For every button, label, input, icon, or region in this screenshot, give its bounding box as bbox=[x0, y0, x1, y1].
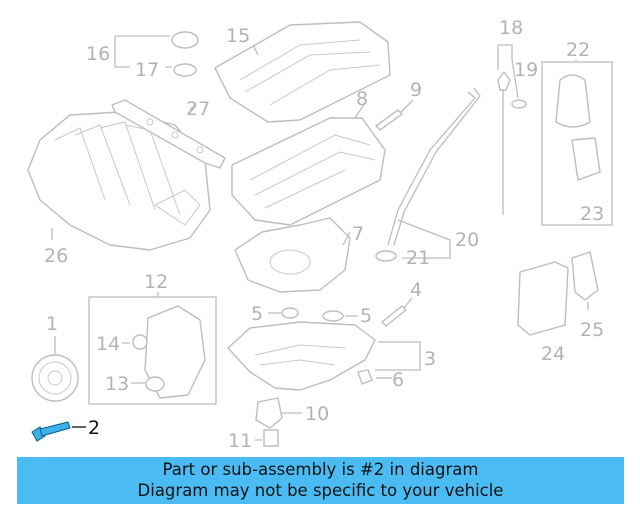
cooler-gasket bbox=[571, 251, 599, 301]
level-sensor bbox=[381, 305, 407, 327]
callout-10: 10 bbox=[305, 403, 329, 425]
oil-filter-assembly bbox=[541, 61, 613, 226]
oil-filler-cap bbox=[171, 31, 199, 77]
oil-pan bbox=[227, 321, 376, 391]
callout-21: 21 bbox=[406, 247, 430, 269]
callout-22: 22 bbox=[566, 39, 590, 61]
dipstick-assembly bbox=[375, 71, 527, 262]
callout-2: 2 bbox=[88, 417, 100, 439]
callout-17: 17 bbox=[135, 59, 159, 81]
banner-line-part-number: Part or sub-assembly is #2 in diagram bbox=[162, 460, 479, 479]
callout-8: 8 bbox=[356, 88, 368, 110]
callout-14: 14 bbox=[96, 333, 120, 355]
callout-16: 16 bbox=[86, 43, 110, 65]
callout-26: 26 bbox=[44, 245, 68, 267]
crank-pulley bbox=[31, 354, 79, 402]
oil-cooler bbox=[517, 261, 569, 336]
timing-cover-assembly bbox=[88, 296, 217, 405]
callout-7: 7 bbox=[352, 223, 364, 245]
callout-numbers: 1 2 3 4 5 5 6 7 8 9 10 11 12 13 14 15 16… bbox=[44, 17, 604, 452]
callout-6: 6 bbox=[392, 369, 404, 391]
valve-cover bbox=[214, 21, 391, 123]
intake-gasket bbox=[111, 99, 226, 169]
callout-11: 11 bbox=[228, 430, 252, 452]
callout-27: 27 bbox=[186, 98, 210, 120]
info-banner: Part or sub-assembly is #2 in diagram Di… bbox=[17, 457, 624, 504]
callout-13: 13 bbox=[105, 373, 129, 395]
leader-lines bbox=[51, 35, 589, 441]
callout-3: 3 bbox=[424, 348, 436, 370]
callout-25: 25 bbox=[580, 319, 604, 341]
sensor bbox=[375, 109, 403, 131]
callout-24: 24 bbox=[541, 343, 565, 365]
callout-1: 1 bbox=[46, 313, 58, 335]
oil-pump bbox=[255, 397, 283, 447]
callout-18: 18 bbox=[499, 17, 523, 39]
callout-15: 15 bbox=[226, 25, 250, 47]
parts-diagram: 1 2 3 4 5 5 6 7 8 9 10 11 12 13 14 15 16… bbox=[27, 17, 613, 452]
callout-19: 19 bbox=[514, 59, 538, 81]
callout-4: 4 bbox=[410, 279, 422, 301]
cylinder-head bbox=[231, 117, 386, 226]
highlighted-bolt-part-2 bbox=[31, 421, 71, 442]
callout-5a: 5 bbox=[251, 303, 263, 325]
timing-cover bbox=[234, 217, 351, 293]
callout-23: 23 bbox=[580, 203, 604, 225]
callout-5b: 5 bbox=[360, 305, 372, 327]
callout-9: 9 bbox=[410, 79, 422, 101]
drain-plug bbox=[357, 369, 373, 385]
banner-line-disclaimer: Diagram may not be specific to your vehi… bbox=[137, 480, 504, 500]
callout-12: 12 bbox=[144, 271, 168, 293]
seals bbox=[281, 307, 344, 322]
callout-20: 20 bbox=[455, 229, 479, 251]
